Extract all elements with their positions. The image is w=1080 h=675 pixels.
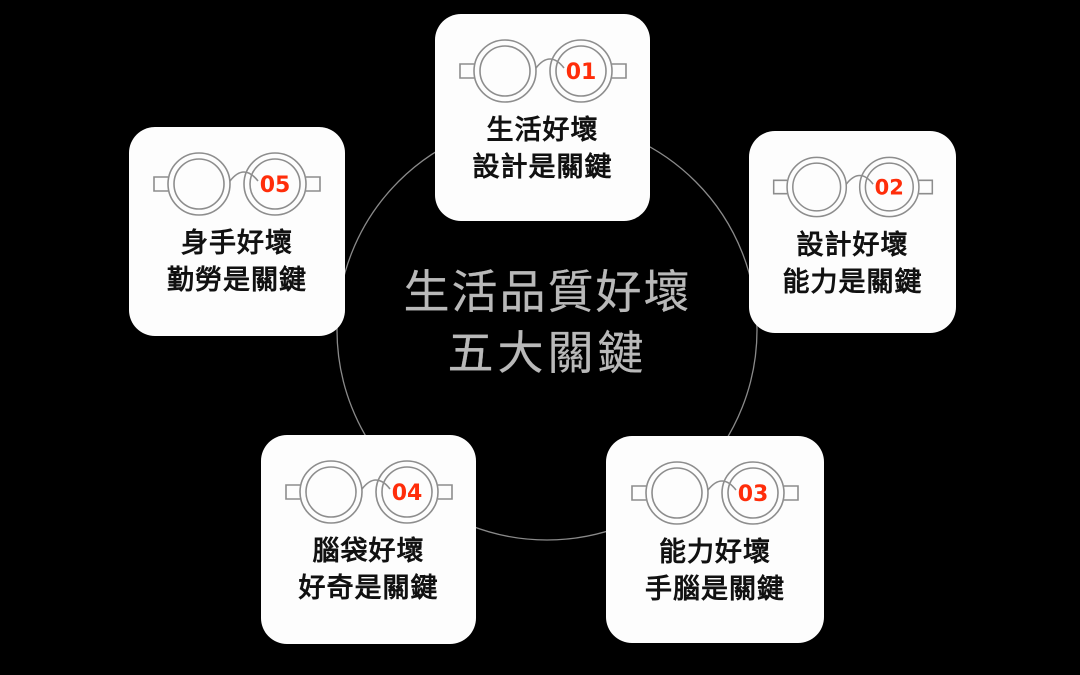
card-line1: 設計好壞 — [796, 230, 909, 261]
card-line1: 能力好壞 — [659, 537, 771, 568]
card-line1: 腦袋好壞 — [312, 536, 425, 567]
card-line2: 能力是關鍵 — [782, 267, 923, 299]
card-line2: 設計是關鍵 — [472, 152, 613, 184]
card-line1: 身手好壞 — [181, 228, 293, 259]
card-02[interactable]: 02 設計好壞 能力是關鍵 — [749, 131, 956, 333]
card-05[interactable]: 05 身手好壞 勤勞是關鍵 — [129, 127, 345, 336]
card-text: 設計好壞 能力是關鍵 — [783, 227, 923, 302]
glasses-icon: 05 — [153, 152, 321, 216]
card-line2: 勤勞是關鍵 — [167, 265, 307, 297]
center-title: 生活品質好壞 五大關鍵 — [340, 262, 755, 384]
card-03[interactable]: 03 能力好壞 手腦是關鍵 — [606, 436, 824, 643]
center-title-line1: 生活品質好壞 — [403, 265, 692, 319]
card-line1: 生活好壞 — [486, 115, 599, 146]
card-04[interactable]: 04 腦袋好壞 好奇是關鍵 — [261, 435, 476, 644]
card-text: 身手好壞 勤勞是關鍵 — [167, 225, 307, 300]
glasses-icon: 03 — [631, 461, 799, 525]
card-line2: 手腦是關鍵 — [645, 574, 785, 606]
card-text: 能力好壞 手腦是關鍵 — [645, 534, 785, 609]
card-number: 02 — [874, 175, 903, 200]
card-number: 03 — [738, 482, 769, 507]
card-line2: 好奇是關鍵 — [298, 573, 439, 605]
card-text: 腦袋好壞 好奇是關鍵 — [299, 533, 439, 608]
glasses-icon: 04 — [284, 460, 453, 524]
card-01[interactable]: 01 生活好壞 設計是關鍵 — [435, 14, 650, 221]
card-text: 生活好壞 設計是關鍵 — [473, 112, 613, 187]
card-number: 04 — [391, 481, 422, 506]
glasses-icon: 02 — [772, 156, 933, 218]
card-number: 01 — [565, 60, 596, 85]
center-title-line2: 五大關鍵 — [447, 326, 648, 381]
glasses-icon: 01 — [458, 39, 627, 103]
card-number: 05 — [260, 173, 291, 198]
